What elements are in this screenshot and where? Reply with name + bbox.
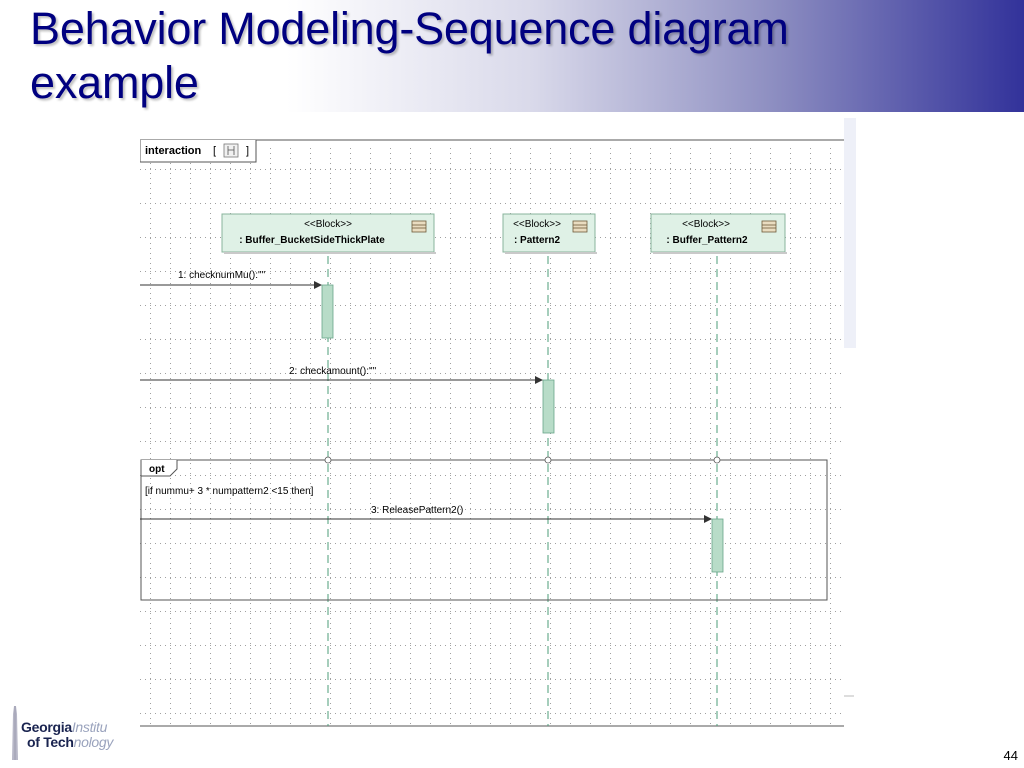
lifeline-0-activation <box>321 284 334 339</box>
interaction-bracket-open: [ <box>213 145 216 157</box>
logo-nology: nology <box>73 734 114 750</box>
fragment-lifeline-0-point <box>324 456 332 464</box>
block-icon <box>572 220 588 233</box>
lifeline-2-name: : Buffer_Pattern2 <box>666 235 748 246</box>
opt-guard-label: [if nummu+ 3 * numpattern2 <15 then] <box>145 486 314 497</box>
lifeline-0-name: : Buffer_BucketSideThickPlate <box>239 235 385 246</box>
interaction-diagram-icon <box>223 143 239 158</box>
block-icon <box>761 220 777 233</box>
logo-of-tech: of Tech <box>27 734 74 750</box>
slide-title: Behavior Modeling-Sequence diagram examp… <box>30 2 930 110</box>
slide-title-line1: Behavior Modeling-Sequence diagram <box>30 3 789 54</box>
opt-fragment-tab <box>140 460 178 477</box>
logo-institute: Institu <box>71 719 108 735</box>
lifeline-2-stereotype: <<Block>> <box>682 219 730 230</box>
opt-fragment[interactable] <box>140 459 828 601</box>
lifeline-1-name: : Pattern2 <box>514 235 561 246</box>
lifeline-2-activation <box>711 518 724 573</box>
message-3-arrowhead <box>704 515 712 523</box>
block-icon <box>411 220 427 233</box>
message-3-label[interactable]: 3: ReleasePattern2() <box>371 505 463 516</box>
message-1-label[interactable]: 1: checknumMu():"" <box>178 270 266 281</box>
message-1-arrowhead <box>314 281 322 289</box>
interaction-bracket-close: ] <box>246 145 249 157</box>
lifeline-0-stereotype: <<Block>> <box>304 219 352 230</box>
interaction-label: interaction <box>145 145 202 157</box>
georgia-tech-logo: GeorgiaInstitu of Technology <box>8 704 158 760</box>
fragment-lifeline-2-point <box>713 456 721 464</box>
message-2-arrowhead <box>535 376 543 384</box>
sequence-diagram-canvas: interaction [ ] <<Block>> : Buffer_Bucke… <box>140 118 856 730</box>
logo-georgia: Georgia <box>21 719 72 735</box>
fragment-lifeline-1-point <box>544 456 552 464</box>
opt-operator-label: opt <box>149 464 165 475</box>
sequence-diagram: interaction [ ] <<Block>> : Buffer_Bucke… <box>140 118 856 730</box>
message-2-label[interactable]: 2: checkamount():"" <box>289 366 377 377</box>
page-number: 44 <box>1003 748 1018 763</box>
tech-tower-icon <box>12 706 18 760</box>
lifeline-1-stereotype: <<Block>> <box>513 219 561 230</box>
slide-title-line2: example <box>30 57 199 108</box>
lifeline-1-activation <box>542 379 555 434</box>
title-band <box>0 0 1024 112</box>
